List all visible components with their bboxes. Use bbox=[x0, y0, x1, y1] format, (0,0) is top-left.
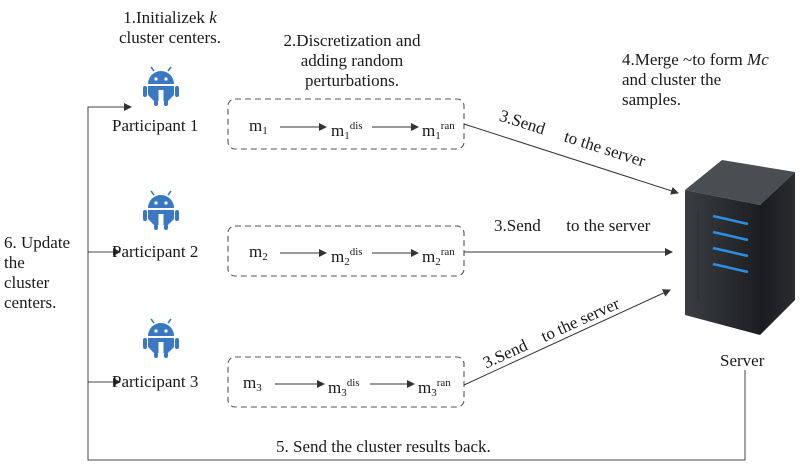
participant-2-label: Participant 2 bbox=[112, 242, 199, 261]
m1-dis: m1dis bbox=[331, 120, 363, 142]
step2-label: 2.Discretization and adding random pertu… bbox=[283, 31, 421, 90]
android-robot-icon bbox=[143, 66, 179, 106]
participant-1-label: Participant 1 bbox=[112, 116, 199, 135]
pipeline-box-2 bbox=[227, 225, 465, 277]
m2-dis: m2dis bbox=[331, 246, 363, 268]
send-label-2: 3.Send to the server bbox=[494, 216, 651, 235]
step5-label: 5. Send the cluster results back. bbox=[276, 437, 491, 456]
android-robot-icon bbox=[143, 318, 179, 358]
server-label: Server bbox=[720, 351, 765, 370]
step1-label: 1.Initializek k cluster centers. bbox=[119, 8, 221, 47]
step4-label: 4.Merge ~to form Mc and cluster the samp… bbox=[622, 50, 769, 109]
m3-dis: m3dis bbox=[328, 377, 360, 399]
return-loop-line bbox=[87, 106, 746, 461]
m2-raw: m2 bbox=[249, 242, 268, 263]
android-robot-icon bbox=[143, 190, 179, 230]
server-tower-icon bbox=[685, 160, 795, 335]
pipeline-box-3 bbox=[227, 356, 465, 408]
m3-raw: m3 bbox=[243, 373, 262, 394]
step6-label: 6. Update the cluster centers. bbox=[4, 233, 71, 312]
m1-ran: m1ran bbox=[422, 120, 455, 142]
m3-ran: m3ran bbox=[418, 377, 451, 399]
m1-raw: m1 bbox=[249, 116, 268, 137]
send-arrow-1 bbox=[463, 123, 679, 195]
m2-ran: m2ran bbox=[422, 246, 455, 268]
send-arrow-3 bbox=[463, 289, 671, 386]
participant-3-label: Participant 3 bbox=[112, 372, 199, 391]
